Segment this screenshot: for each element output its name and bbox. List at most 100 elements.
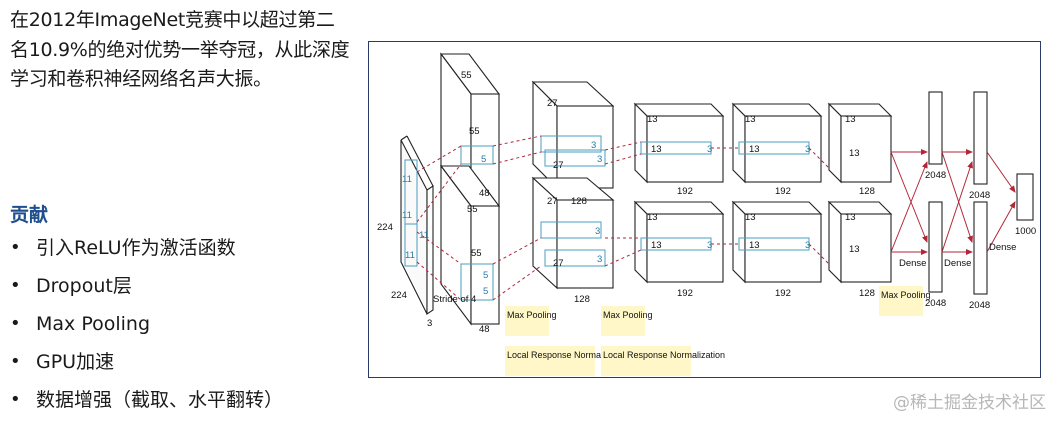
fc2-upper-column: [973, 91, 988, 185]
conv3-size-label-inner: 13: [651, 144, 662, 155]
conv2-kernel-lower-a: [540, 221, 602, 239]
max-pool-label-3: Max Pooling: [881, 290, 931, 300]
conv4-depth-label-lower: 192: [775, 288, 791, 299]
dense-label-1: Dense: [899, 258, 926, 269]
list-item-text: 数据增强（截取、水平翻转）: [36, 389, 284, 411]
conv1-kernel-lower: [460, 263, 494, 301]
conv4-size-label-lower: 13: [745, 212, 756, 223]
list-item-text: Max Pooling: [36, 313, 151, 335]
conv2-depth-label-lower: 128: [574, 294, 590, 305]
conv1-kernel-label-lower-b: 5: [483, 286, 488, 297]
input-kernel-label-lower: 11: [402, 210, 412, 221]
list-item: •GPU加速: [10, 348, 283, 386]
dense-label-3: Dense: [989, 242, 1016, 253]
intro-text: 在2012年ImageNet竞赛中以超过第二名10.9%的绝对优势一举夺冠，从此…: [10, 9, 350, 90]
conv2-kernel-upper-b: [544, 149, 606, 167]
output-column: [1016, 173, 1034, 221]
conv3-size-label-lower: 13: [647, 212, 658, 223]
list-item: • 数据增强（截取、水平翻转）: [10, 386, 283, 424]
list-item: • Max Pooling: [10, 310, 283, 348]
conv3-kernel-label-lower: 3: [707, 240, 712, 251]
fc1-lower-column: [928, 201, 943, 293]
conv2-depth-label-upper: 128: [571, 196, 587, 207]
conv2-kernel-label-lower-b: 3: [597, 254, 602, 265]
conv2-lower-block: [531, 176, 615, 290]
conv5-lower-block: [827, 200, 893, 284]
conv4-kernel-label-lower: 3: [805, 240, 810, 251]
conv1-lower-block: [439, 164, 501, 326]
conv1-depth-label-lower: 48: [479, 324, 490, 335]
conv5-upper-block: [827, 102, 893, 184]
conv1-kernel-label-upper: 5: [481, 154, 486, 165]
bullet-mark: •: [10, 313, 21, 334]
input-height-label: 224: [377, 222, 393, 233]
conv2-kernel-label-upper: 3: [591, 140, 596, 151]
fc2-lower-column: [973, 201, 988, 295]
conv1-kernel-label-lower: 5: [483, 270, 488, 281]
conv5-depth-label-upper: 128: [859, 186, 875, 197]
conv2-size-label-upper: 27: [547, 98, 558, 109]
conv5-size-label-inner: 13: [849, 148, 860, 159]
conv5-size-label-lower: 13: [845, 212, 856, 223]
conv4-kernel-label-upper: 3: [805, 144, 810, 155]
conv2-kernel-label-upper-b: 3: [597, 154, 602, 165]
input-kernel-label-upper: 11: [402, 174, 412, 185]
contrib-list: • 引入ReLU作为激活函数 • Dropout层 • Max Pooling •GP…: [10, 234, 283, 424]
conv5-size-label-upper: 13: [845, 114, 856, 125]
conv2-size-label-lower-b: 27: [553, 258, 564, 269]
list-item: • Dropout层: [10, 272, 283, 310]
max-pool-label-1: Max Pooling: [507, 310, 557, 320]
conv1-size-label-upper: 55: [461, 70, 472, 81]
conv1-size-label-lower: 55: [467, 204, 478, 215]
conv2-kernel-upper-a: [540, 135, 602, 153]
input-kernel-lower: [404, 223, 418, 267]
lrn-label-2: Local Response Normalization: [603, 350, 725, 360]
conv2-size-label-inner: 27: [553, 160, 564, 171]
conv1-kernel-upper: [460, 145, 494, 165]
bullet-mark: •: [10, 237, 21, 258]
list-item-text: 引入ReLU作为激活函数: [36, 237, 236, 259]
max-pool-box-1: [505, 306, 549, 336]
contrib-title: 贡献: [10, 204, 49, 226]
fc2-upper-label: 2048: [969, 190, 990, 201]
lrn-box-1: [505, 346, 595, 376]
watermark: @稀土掘金技术社区: [893, 393, 1046, 413]
alexnet-diagram-frame: 224 224 3 11 11 11 11 Stride of 4 55 55 …: [368, 41, 1041, 378]
fc2-lower-label: 2048: [969, 300, 990, 311]
alexnet-architecture-diagram: 224 224 3 11 11 11 11 Stride of 4 55 55 …: [377, 52, 1036, 376]
conv2-kernel-lower-b: [544, 249, 606, 267]
input-kernel-label-side: 11: [419, 230, 429, 241]
conv2-upper-block: [531, 80, 615, 190]
max-pool-box-3: [879, 286, 923, 316]
conv4-depth-label-upper: 192: [775, 186, 791, 197]
output-label: 1000: [1015, 226, 1036, 237]
conv5-depth-label-lower: 128: [859, 288, 875, 299]
conv5-size-label-lower-b: 13: [849, 244, 860, 255]
conv1-size-label-lower-b: 55: [471, 248, 482, 259]
list-item: • 引入ReLU作为激活函数: [10, 234, 283, 272]
conv2-kernel-label-lower: 3: [595, 226, 600, 237]
left-panel: 在2012年ImageNet竞赛中以超过第二名10.9%的绝对优势一举夺冠，从此…: [10, 6, 350, 95]
conv4-size-label-inner: 13: [749, 144, 760, 155]
fc1-lower-label: 2048: [925, 298, 946, 309]
input-kernel-label-lower-b: 11: [405, 250, 415, 261]
fc1-upper-label: 2048: [925, 170, 946, 181]
lrn-label-1: Local Response Normalization: [507, 350, 629, 360]
conv3-upper-block: [633, 102, 725, 184]
list-item-text: Dropout层: [36, 275, 132, 297]
fc1-upper-column: [928, 91, 943, 165]
conv3-size-label-lower-b: 13: [651, 240, 662, 251]
input-depth-label: 3: [427, 318, 432, 329]
conv3-size-label-upper: 13: [647, 114, 658, 125]
max-pool-box-2: [601, 306, 645, 336]
conv2-size-label-lower: 27: [547, 196, 558, 207]
input-block: [400, 135, 434, 316]
conv4-upper-block: [731, 102, 823, 184]
lrn-box-2: [601, 346, 691, 376]
max-pool-label-2: Max Pooling: [603, 310, 653, 320]
conv3-depth-label-upper: 192: [677, 186, 693, 197]
bullet-mark: •: [10, 351, 21, 372]
dense-label-2: Dense: [944, 258, 971, 269]
bullet-mark: •: [10, 275, 21, 296]
bullet-mark: •: [10, 389, 21, 410]
